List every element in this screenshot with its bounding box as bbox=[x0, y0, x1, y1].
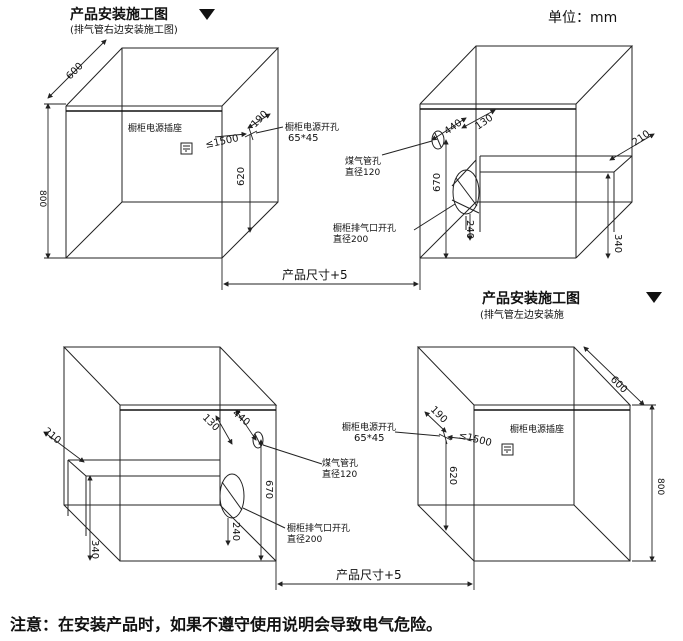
dim-800-top: 800 bbox=[37, 190, 47, 207]
top-right-cabinet bbox=[381, 45, 655, 259]
top-left-cabinet bbox=[44, 39, 284, 259]
title-mid: 产品安装施工图 bbox=[482, 290, 580, 307]
dim-340-bottom: 340 bbox=[89, 540, 100, 559]
unit-label: 单位：mm bbox=[548, 10, 617, 26]
socket-label-bottom: 橱柜电源插座 bbox=[510, 423, 564, 435]
dim-620-bottom: 620 bbox=[447, 466, 458, 485]
exhaust-label-bottom: 橱柜排气口开孔 bbox=[287, 522, 350, 534]
exhaust-dia-bottom: 直径200 bbox=[287, 533, 322, 545]
exhaust-dia-top: 直径200 bbox=[333, 233, 368, 245]
power-hole-label-top: 橱柜电源开孔 bbox=[285, 121, 339, 133]
subtitle-mid: (排气管左边安装施 bbox=[480, 308, 564, 321]
dim-440-top: 440 bbox=[442, 117, 464, 137]
subtitle-top: (排气管右边安装施工图) bbox=[70, 23, 178, 36]
bottom-left-cabinet bbox=[43, 346, 323, 562]
dim-800-bottom: 800 bbox=[655, 478, 665, 495]
dim-670-bottom: 670 bbox=[263, 480, 274, 499]
gas-hole-label-top: 煤气管孔 bbox=[345, 155, 381, 167]
dim-190-top: 190 bbox=[249, 109, 270, 130]
dim-130-bottom: 130 bbox=[200, 412, 221, 433]
warning-note: 注意：在安装产品时，如果不遵守使用说明会导致电气危险。 bbox=[10, 615, 442, 634]
title-top: 产品安装施工图 bbox=[70, 6, 168, 23]
gas-dia-top: 直径120 bbox=[345, 166, 380, 178]
power-hole-size-bottom: 65*45 bbox=[354, 433, 384, 444]
dim-240-bottom: 240 bbox=[230, 522, 241, 541]
power-hole-label-bottom: 橱柜电源开孔 bbox=[342, 421, 396, 433]
dim-240-top: 240 bbox=[464, 220, 475, 239]
product-size-bottom: 产品尺寸+5 bbox=[336, 568, 402, 582]
gas-hole-label-bottom: 煤气管孔 bbox=[322, 457, 358, 469]
dim-600-bottom: 600 bbox=[608, 374, 629, 395]
dim-670-top: 670 bbox=[432, 173, 443, 192]
dim-130-top: 130 bbox=[473, 112, 495, 132]
socket-label-top: 橱柜电源插座 bbox=[128, 122, 182, 134]
power-hole-size-top: 65*45 bbox=[288, 133, 318, 144]
exhaust-label-top: 橱柜排气口开孔 bbox=[333, 222, 396, 234]
dim-340-top: 340 bbox=[612, 234, 623, 253]
product-size-top: 产品尺寸+5 bbox=[282, 268, 348, 282]
dim-210-top: 210 bbox=[630, 128, 652, 148]
dim-190-bottom: 190 bbox=[428, 404, 449, 425]
gas-dia-bottom: 直径120 bbox=[322, 468, 357, 480]
dim-620-top: 620 bbox=[236, 167, 247, 186]
dim-440-bottom: 440 bbox=[230, 408, 252, 429]
bottom-right-cabinet bbox=[394, 346, 656, 562]
dim-1500-bottom: ≤1500 bbox=[457, 430, 492, 449]
